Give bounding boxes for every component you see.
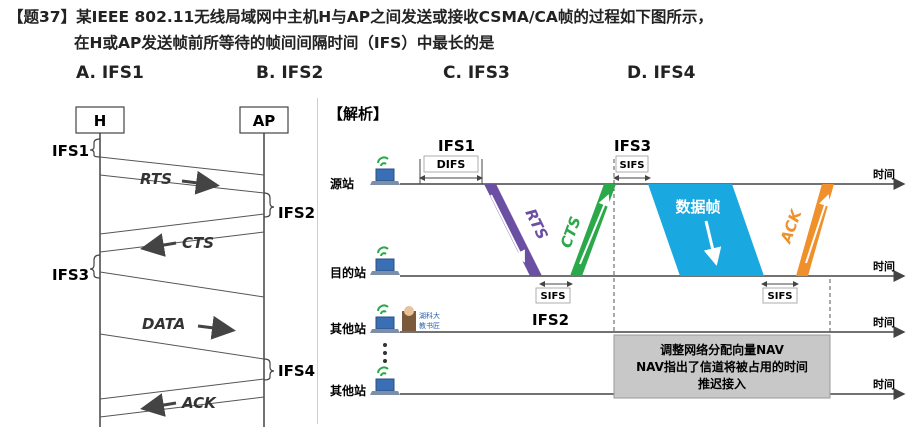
host-label: H <box>94 112 107 130</box>
avatar: 湖科大 教书匠 <box>402 306 440 331</box>
time-label: 时间 <box>873 377 895 391</box>
ifs3-label: IFS3 <box>614 137 651 155</box>
option-c: C. IFS3 <box>443 63 510 83</box>
ifs1-brace <box>89 138 101 158</box>
data-arrow-icon <box>197 315 236 340</box>
data-frame-label: 数据帧 <box>675 198 720 216</box>
cts-label: CTS <box>182 234 214 252</box>
watermark-text: 教书匠 <box>419 321 440 330</box>
rts-arrow-icon <box>181 170 220 195</box>
cts-arrow-icon <box>140 233 177 257</box>
ifs2-label: IFS2 <box>278 204 315 222</box>
station-destination: 目的站 <box>330 265 366 280</box>
data-frame <box>99 271 265 360</box>
station-other-2: 其他站 <box>330 383 366 398</box>
sifs-top-box <box>615 155 649 173</box>
ack-label: ACK <box>777 206 806 246</box>
watermark-text: 湖科大 <box>419 311 440 320</box>
rts-frame <box>484 184 542 276</box>
ack-arrow-icon <box>140 393 177 417</box>
laptop-icon <box>370 304 400 333</box>
analysis-heading: 【解析】 <box>328 105 388 123</box>
sifs-top-label: SIFS <box>620 160 645 171</box>
time-label: 时间 <box>873 167 895 181</box>
cts-label: CTS <box>557 214 585 250</box>
data-frame <box>648 184 764 276</box>
difs-box <box>423 155 479 173</box>
ap-box <box>239 106 289 134</box>
panel-divider <box>317 98 318 424</box>
question-line-1: 【题37】某IEEE 802.11无线局域网中主机H与AP之间发送或接收CSMA… <box>8 8 713 26</box>
question-line-2: 在H或AP发送帧前所等待的帧间间隔时间（IFS）中最长的是 <box>74 34 495 52</box>
nav-line-3: 推迟接入 <box>698 376 746 391</box>
difs-label: DIFS <box>437 158 466 171</box>
ap-label: AP <box>253 112 276 130</box>
sifs-bottom-box <box>762 287 798 304</box>
laptop-icon <box>370 246 400 275</box>
nav-line-1: 调整网络分配向量NAV <box>660 342 785 357</box>
station-other-1: 其他站 <box>330 321 366 336</box>
option-d: D. IFS4 <box>627 63 696 83</box>
sifs-bottom-box <box>535 287 571 304</box>
ifs2-label: IFS2 <box>532 311 569 329</box>
ifs4-brace <box>263 358 275 381</box>
left-sequence-diagram: H AP RTS CTS DATA ACK IFS1 IFS2 IFS3 IFS… <box>52 106 315 427</box>
nav-line-2: NAV指出了信道将被占用的时间 <box>636 359 808 374</box>
ack-frame <box>99 378 265 418</box>
ack-label: ACK <box>181 394 217 412</box>
time-label: 时间 <box>873 315 895 329</box>
data-arrow-icon <box>703 220 722 266</box>
ifs4-label: IFS4 <box>278 362 315 380</box>
nav-box <box>613 334 831 399</box>
station-source: 源站 <box>330 176 354 191</box>
ifs3-brace <box>89 254 101 279</box>
ifs3-label: IFS3 <box>52 266 89 284</box>
analysis-diagram: 【解析】 湖科大 教书匠 源站 目的站 其他站 其他站 时间 时间 时间 <box>328 105 906 400</box>
rts-label: RTS <box>521 206 551 243</box>
cts-frame <box>99 213 265 253</box>
sifs-bottom-label: SIFS <box>768 291 793 302</box>
ifs2-brace <box>263 192 275 218</box>
cts-arrow-icon <box>579 194 610 265</box>
ellipsis-dots <box>383 343 387 363</box>
rts-label: RTS <box>140 170 172 188</box>
sifs-bottom-label: SIFS <box>541 291 566 302</box>
laptop-icon <box>370 366 400 395</box>
option-a: A. IFS1 <box>76 63 144 83</box>
rts-frame <box>99 156 265 194</box>
ifs1-label: IFS1 <box>52 142 89 160</box>
data-label: DATA <box>142 315 185 333</box>
option-b: B. IFS2 <box>256 63 324 83</box>
rts-arrow-icon <box>490 194 525 263</box>
ifs1-label: IFS1 <box>438 137 475 155</box>
laptop-icon <box>370 156 400 185</box>
time-label: 时间 <box>873 259 895 273</box>
ack-arrow-icon <box>805 194 831 264</box>
